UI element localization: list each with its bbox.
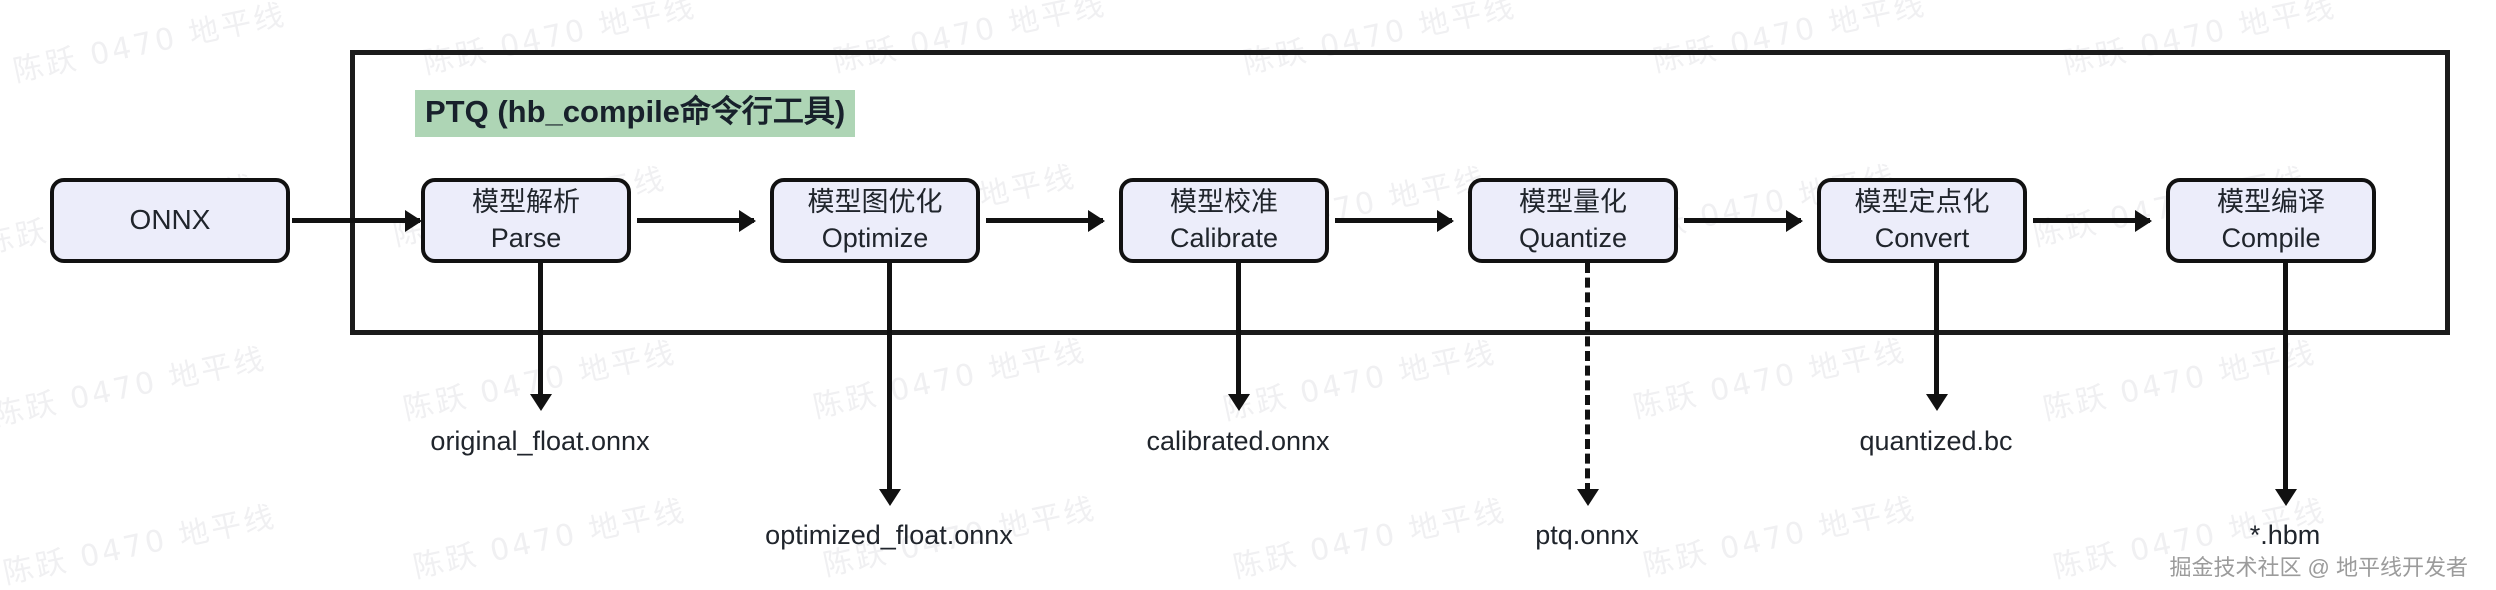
arrow-convert-to-compile [2033, 218, 2150, 223]
arrow-calibrate-to-quantize [1335, 218, 1452, 223]
node-compile-label-cn: 模型编译 [2217, 187, 2325, 218]
arrow-convert-to-quantized-bc [1934, 263, 1939, 398]
node-convert-label-cn: 模型定点化 [1854, 187, 1990, 218]
background-watermark: 陈跃 0470 地平线 [410, 493, 690, 586]
arrow-parse-to-original-float [538, 263, 543, 398]
node-compile-label-en: Compile [2221, 222, 2321, 253]
background-watermark: 陈跃 0470 地平线 [1640, 491, 1920, 584]
node-optimize[interactable]: 模型图优化 Optimize [770, 178, 980, 263]
node-onnx-label: ONNX [129, 204, 211, 236]
background-watermark: 陈跃 0470 地平线 [0, 341, 270, 434]
arrow-quantize-to-convert [1684, 218, 1801, 223]
node-optimize-label-en: Optimize [821, 222, 929, 253]
background-watermark: 陈跃 0470 地平线 [1220, 335, 1500, 428]
background-watermark: 陈跃 0470 地平线 [10, 0, 290, 90]
node-convert-label-en: Convert [1874, 222, 1970, 253]
node-calibrate-label-cn: 模型校准 [1170, 187, 1278, 218]
node-calibrate[interactable]: 模型校准 Calibrate [1119, 178, 1329, 263]
node-parse[interactable]: 模型解析 Parse [421, 178, 631, 263]
background-watermark: 陈跃 0470 地平线 [2040, 335, 2320, 428]
ptq-container-title: PTQ (hb_compile命令行工具) [415, 90, 856, 137]
node-optimize-label-cn: 模型图优化 [807, 187, 943, 218]
arrow-onnx-to-parse [292, 218, 420, 223]
arrow-optimize-to-optimized-float [887, 263, 892, 493]
arrow-compile-to-hbm [2283, 263, 2288, 493]
node-parse-label-cn: 模型解析 [472, 187, 580, 218]
arrow-quantize-to-ptq-onnx [1585, 263, 1590, 493]
node-parse-label-en: Parse [490, 222, 562, 253]
artifact-quantized-bc: quantized.bc [1859, 426, 2013, 456]
artifact-hbm: *.hbm [2249, 520, 2321, 550]
ptq-container-boundary [350, 50, 2450, 335]
artifact-calibrated-onnx: calibrated.onnx [1146, 426, 1330, 456]
background-watermark: 陈跃 0470 地平线 [810, 333, 1090, 426]
node-compile[interactable]: 模型编译 Compile [2166, 178, 2376, 263]
background-watermark: 陈跃 0470 地平线 [0, 499, 280, 590]
node-convert[interactable]: 模型定点化 Convert [1817, 178, 2027, 263]
node-onnx[interactable]: ONNX [50, 178, 290, 263]
credit-watermark: 掘金技术社区 @ 地平线开发者 [2169, 555, 2468, 580]
node-quantize-label-en: Quantize [1518, 222, 1628, 253]
arrow-parse-to-optimize [637, 218, 754, 223]
artifact-ptq-onnx: ptq.onnx [1535, 520, 1639, 550]
artifact-optimized-float-onnx: optimized_float.onnx [765, 520, 1013, 550]
background-watermark: 陈跃 0470 地平线 [1630, 333, 1910, 426]
artifact-original-float-onnx: original_float.onnx [430, 426, 650, 456]
background-watermark: 陈跃 0470 地平线 [1230, 493, 1510, 586]
arrow-calibrate-to-calibrated [1236, 263, 1241, 398]
node-quantize-label-cn: 模型量化 [1519, 187, 1627, 218]
node-quantize[interactable]: 模型量化 Quantize [1468, 178, 1678, 263]
arrow-optimize-to-calibrate [986, 218, 1103, 223]
node-calibrate-label-en: Calibrate [1169, 222, 1279, 253]
